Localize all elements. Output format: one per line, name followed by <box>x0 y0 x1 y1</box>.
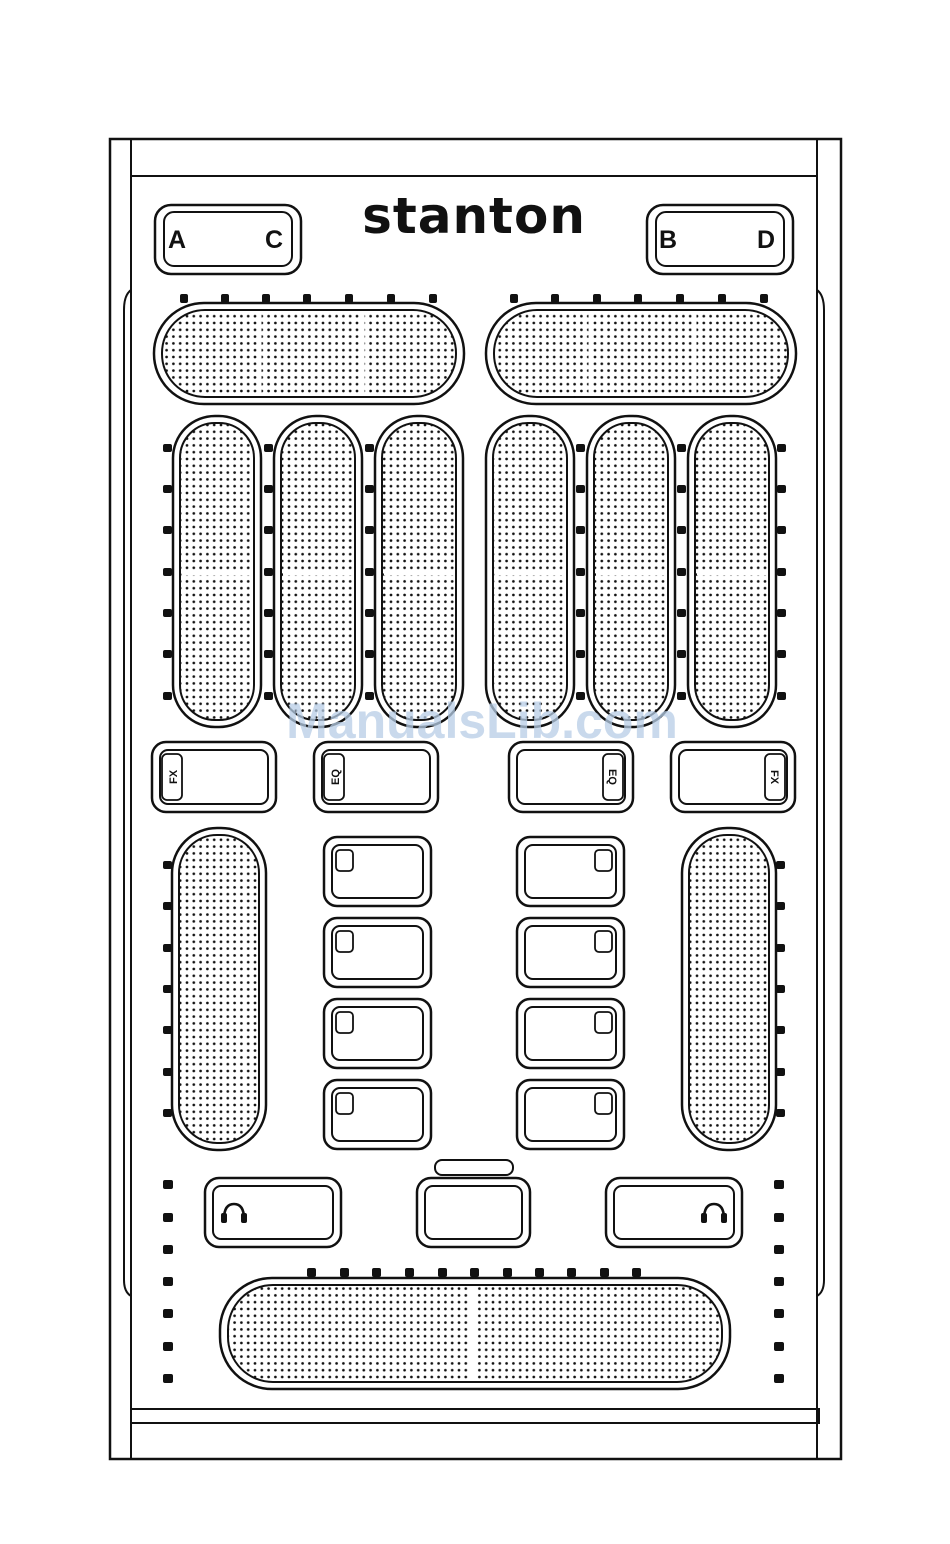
headphone-icon <box>701 1204 727 1223</box>
vertical-strip-4[interactable] <box>486 416 574 727</box>
center-shift-button[interactable] <box>417 1160 530 1247</box>
pad-button-left-1[interactable] <box>324 837 431 906</box>
top-strip-led-row-right <box>510 294 768 303</box>
fx-button-left[interactable]: FX <box>152 742 276 812</box>
vertical-strip-6[interactable] <box>688 416 776 727</box>
deck-label-c: C <box>265 226 283 254</box>
pad-button-right-4[interactable] <box>517 1080 624 1149</box>
pad-button-right-1[interactable] <box>517 837 624 906</box>
cue-button-right[interactable] <box>606 1178 742 1247</box>
headphone-icon <box>221 1204 247 1223</box>
eq-label-left: EQ <box>330 769 342 785</box>
pad-button-left-2[interactable] <box>324 918 431 987</box>
vertical-strip-5[interactable] <box>587 416 675 727</box>
cue-button-left[interactable] <box>205 1178 341 1247</box>
watermark: ManualsLib.com <box>286 693 678 749</box>
pad-button-left-4[interactable] <box>324 1080 431 1149</box>
pad-button-right-2[interactable] <box>517 918 624 987</box>
brand-logo: stanton <box>362 187 586 245</box>
vertical-strip-1[interactable] <box>173 416 261 727</box>
vertical-strip-2[interactable] <box>274 416 362 727</box>
deck-switch-bd[interactable]: B D <box>647 205 793 274</box>
eq-button-left[interactable]: EQ <box>314 742 438 812</box>
volume-fader-right[interactable] <box>682 828 776 1150</box>
deck-label-b: B <box>659 226 677 254</box>
pad-button-right-3[interactable] <box>517 999 624 1068</box>
fx-button-right[interactable]: FX <box>671 742 795 812</box>
deck-switch-ac[interactable]: A C <box>155 205 301 274</box>
top-strip-led-row-left <box>180 294 437 303</box>
fx-label-left: FX <box>168 769 180 784</box>
fx-label-right: FX <box>768 770 780 785</box>
volume-fader-left[interactable] <box>172 828 266 1150</box>
pad-button-left-3[interactable] <box>324 999 431 1068</box>
eq-button-right[interactable]: EQ <box>509 742 633 812</box>
vertical-strip-led-columns <box>163 444 786 700</box>
vertical-strip-3[interactable] <box>375 416 463 727</box>
eq-label-right: EQ <box>606 769 618 785</box>
crossfader-led-row <box>307 1268 641 1277</box>
top-touch-strip-left[interactable] <box>154 303 464 404</box>
top-touch-strip-right[interactable] <box>486 303 796 404</box>
deck-label-a: A <box>168 226 186 254</box>
crossfader-strip[interactable] <box>220 1278 730 1389</box>
deck-label-d: D <box>757 226 775 254</box>
